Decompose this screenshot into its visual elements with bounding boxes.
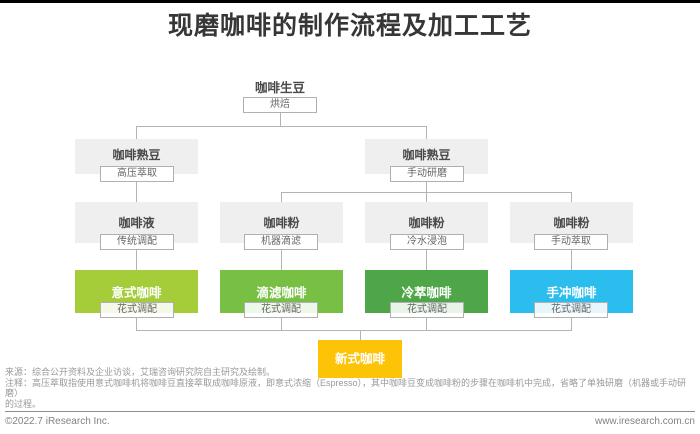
- connector-line: [281, 250, 282, 270]
- connector-line: [426, 126, 427, 139]
- node-label: 咖啡粉: [408, 216, 445, 230]
- connector-line: [426, 182, 427, 192]
- node-green-coffee-bean: 咖啡生豆: [254, 81, 305, 95]
- process-box-cold-water-soak: 冷水浸泡: [390, 234, 464, 250]
- note-line-2: 的过程。: [5, 398, 42, 409]
- process-box-manual-grinding: 手动研磨: [390, 166, 464, 182]
- process-box-fancy-blending-4: 花式调配: [534, 302, 608, 318]
- node-label: 咖啡液: [118, 216, 155, 230]
- connector-line: [136, 126, 427, 127]
- node-label: 滴滤咖啡: [256, 286, 307, 300]
- node-new-style-coffee: 新式咖啡: [318, 340, 402, 378]
- website-link[interactable]: www.iresearch.com.cn: [594, 416, 695, 427]
- process-box-fancy-blending-1: 花式调配: [100, 302, 174, 318]
- process-box-traditional-blending: 传统调配: [100, 234, 174, 250]
- connector-line: [360, 330, 361, 340]
- node-label: 咖啡熟豆: [402, 148, 451, 162]
- node-label: 咖啡粉: [263, 216, 300, 230]
- connector-line: [571, 318, 572, 330]
- node-pour-over-coffee: 手冲咖啡: [510, 270, 633, 313]
- connector-line: [426, 318, 427, 330]
- process-box-manual-extraction: 手动萃取: [534, 234, 608, 250]
- node-label: 手冲咖啡: [546, 286, 597, 300]
- node-coffee-liquid: 咖啡液: [75, 202, 198, 243]
- process-box-fancy-blending-3: 花式调配: [390, 302, 464, 318]
- copyright-text: ©2022.7 iResearch Inc.: [5, 416, 110, 427]
- connector-line: [136, 318, 137, 330]
- page-title: 现磨咖啡的制作流程及加工工艺: [167, 12, 532, 40]
- node-label: 冷萃咖啡: [401, 286, 452, 300]
- process-box-roasting: 烘焙: [243, 97, 317, 113]
- connector-line: [426, 192, 427, 202]
- note-line-1: 注释：高压萃取指使用意式咖啡机将咖啡豆直接萃取成咖啡原液，即意式浓缩（Espre…: [5, 377, 687, 399]
- node-label: 意式咖啡: [111, 286, 162, 300]
- node-label: 咖啡熟豆: [112, 148, 161, 162]
- connector-line: [281, 318, 282, 330]
- connector-line: [280, 113, 281, 126]
- connector-line: [136, 182, 137, 202]
- connector-line: [426, 250, 427, 270]
- connector-line: [571, 250, 572, 270]
- connector-line: [571, 192, 572, 202]
- footer-notes: 来源：综合公开资料及企业访谈，艾瑞咨询研究院自主研究及绘制。 注释：高压萃取指使…: [5, 367, 697, 409]
- process-box-fancy-blending-2: 花式调配: [244, 302, 318, 318]
- connector-line: [281, 192, 282, 202]
- node-label: 咖啡粉: [553, 216, 590, 230]
- connector-line: [136, 250, 137, 270]
- source-line: 来源：综合公开资料及企业访谈，艾瑞咨询研究院自主研究及绘制。: [5, 367, 276, 377]
- connector-line: [136, 330, 572, 331]
- process-box-high-pressure-extraction: 高压萃取: [100, 166, 174, 182]
- process-box-machine-drip: 机器滴滤: [244, 234, 318, 250]
- top-accent-bar: [0, 0, 700, 3]
- footer-divider: [5, 411, 695, 412]
- connector-line: [136, 126, 137, 139]
